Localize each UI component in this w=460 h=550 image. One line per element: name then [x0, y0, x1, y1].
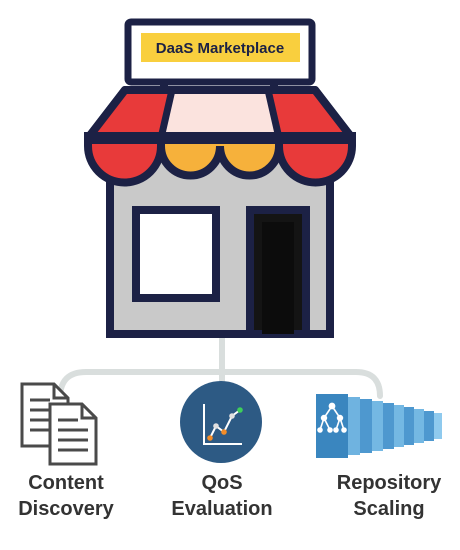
feature-label-line: Repository	[336, 472, 442, 494]
store-icon: DaaS Marketplace	[84, 18, 356, 338]
feature-label-content-discovery: Content Discovery	[6, 470, 126, 522]
feature-label-repository-scaling: Repository Scaling	[322, 470, 456, 522]
marketplace-sign: DaaS Marketplace	[124, 18, 316, 86]
store-window	[132, 206, 220, 302]
marketplace-sign-text: DaaS Marketplace	[156, 40, 284, 57]
awning-scallops	[84, 132, 356, 187]
connector-lines	[57, 333, 383, 401]
line-chart-icon	[180, 381, 262, 463]
feature-label-qos-evaluation: QoS Evaluation	[160, 470, 284, 522]
documents-icon	[20, 382, 98, 466]
feature-label-line: Scaling	[353, 498, 425, 520]
feature-label-line: Content	[28, 472, 104, 494]
feature-label-line: Discovery	[18, 498, 114, 520]
server-rack-icon	[316, 394, 442, 458]
feature-label-line: QoS	[201, 472, 243, 494]
feature-label-line: Evaluation	[171, 498, 273, 520]
